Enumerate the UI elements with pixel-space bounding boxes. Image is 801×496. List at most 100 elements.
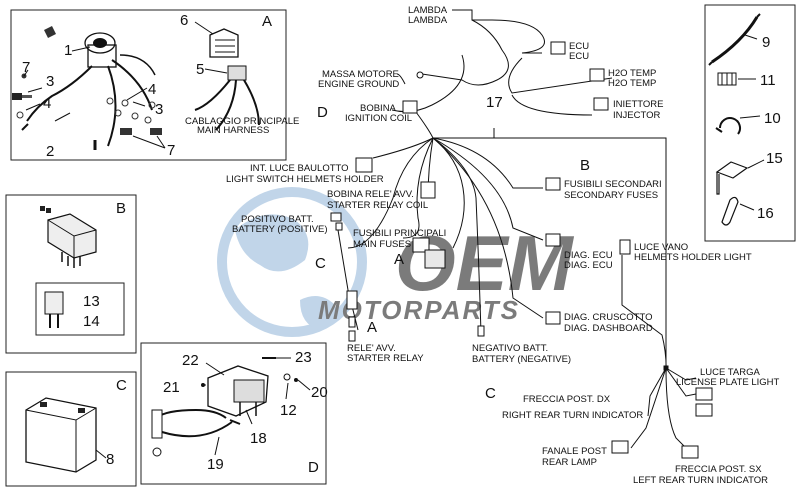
diagram-letter-a-2: A [367, 319, 377, 336]
connectors [330, 41, 713, 459]
fanale-label-2: REAR LAMP [542, 457, 597, 468]
label-21: 21 [163, 379, 180, 396]
cable-tie-16-icon [721, 196, 739, 226]
panel-d: D 22 23 21 20 12 18 19 [140, 342, 328, 485]
luce-baul-label-1: INT. LUCE BAULOTTO [250, 163, 349, 174]
clamp-10-icon [715, 117, 741, 135]
lambda-label-1: LAMBDA [408, 5, 448, 16]
label-18: 18 [250, 430, 267, 447]
label-10: 10 [764, 110, 781, 127]
label-14: 14 [83, 313, 100, 330]
harness-caption-2: MAIN HARNESS [197, 125, 269, 136]
diagram-letter-d: D [317, 104, 328, 121]
pos-batt-label-1: POSITIVO BATT. [241, 214, 314, 225]
bobina-label-1: BOBINA [360, 103, 397, 114]
fus-sec-label-2: SECONDARY FUSES [564, 190, 658, 201]
bobina-rele-label-2: STARTER RELAY COIL [327, 200, 428, 211]
fuse-icon [44, 291, 64, 328]
label-12: 12 [280, 402, 297, 419]
label-23: 23 [295, 349, 312, 366]
neg-batt-label-1: NEGATIVO BATT. [472, 343, 548, 354]
freccia-dx-label-1: FRECCIA POST. DX [523, 394, 611, 405]
diagram-letter-c-2: C [485, 385, 496, 402]
label-5: 5 [196, 61, 204, 78]
label-20: 20 [311, 384, 328, 401]
luce-vano-label-2: HELMETS HOLDER LIGHT [634, 252, 752, 263]
label-17: 17 [486, 94, 503, 111]
harness-connector-icon [209, 28, 239, 58]
label-16: 16 [757, 205, 774, 222]
bracket-15-icon [715, 161, 749, 195]
rele-avv-label-2: STARTER RELAY [347, 353, 424, 364]
bobina-label-2: IGNITION COIL [345, 113, 412, 124]
fus-pri-label-2: MAIN FUSES [353, 239, 411, 250]
label-7a: 7 [22, 59, 30, 76]
ignition-switch-icon [84, 32, 116, 54]
panel-d-letter: D [308, 459, 319, 476]
freccia-sx-label-1: FRECCIA POST. SX [675, 464, 762, 475]
luce-targa-label-1: LUCE TARGA [700, 367, 760, 378]
panel-a: A 1 2 3 3 [10, 9, 299, 161]
panel-c-letter: C [116, 377, 127, 394]
relay-bracket-icon [207, 365, 269, 417]
massa-label-1: MASSA MOTORE [322, 69, 399, 80]
freccia-dx-label-2: RIGHT REAR TURN INDICATOR [502, 410, 643, 421]
diagram-letter-a-1: A [394, 251, 404, 268]
h2o-label-1: H2O TEMP [608, 68, 656, 79]
diag-crus-label-2: DIAG. DASHBOARD [564, 323, 653, 334]
diagram-letter-b: B [580, 157, 590, 174]
iniettore-label-1: INIETTORE [613, 99, 664, 110]
label-7b: 7 [167, 142, 175, 159]
fus-pri-label-1: FUSIBILI PRINCIPALI [353, 228, 446, 239]
key-icon [44, 26, 56, 38]
neg-batt-label-2: BATTERY (NEGATIVE) [472, 354, 571, 365]
panel-c: C 8 [5, 371, 137, 487]
main-harness-icon [194, 79, 260, 131]
ecu-label-1: ECU [569, 41, 589, 52]
diag-ecu-label-2: DIAG. ECU [564, 260, 613, 271]
battery-icon [25, 397, 97, 473]
luce-vano-label-1: LUCE VANO [634, 242, 688, 253]
diagram-letter-c-1: C [315, 255, 326, 272]
panel-right: 9 11 10 15 16 [704, 4, 796, 242]
label-4a: 4 [43, 95, 51, 112]
wiring-diagram [337, 9, 697, 449]
pos-batt-label-2: BATTERY (POSITIVE) [232, 224, 328, 235]
panel-b-letter: B [116, 200, 126, 217]
watermark-continents-icon [235, 214, 336, 330]
cable-icon [151, 408, 241, 457]
label-2: 2 [46, 143, 54, 160]
fus-sec-label-1: FUSIBILI SECONDARI [564, 179, 662, 190]
bobina-rele-label-1: BOBINA RELE' AVV. [327, 189, 414, 200]
label-19: 19 [207, 456, 224, 473]
bolt-icon [12, 93, 32, 100]
panel-b: B 13 14 [5, 194, 137, 354]
label-8: 8 [106, 451, 114, 468]
luce-baul-label-2: LIGHT SWITCH HELMETS HOLDER [226, 174, 384, 185]
lambda-label-2: LAMBDA [408, 15, 448, 26]
label-4b: 4 [148, 81, 156, 98]
relay-icon [40, 206, 97, 268]
luce-targa-label-2: LICENSE PLATE LIGHT [676, 377, 779, 388]
label-11: 11 [760, 72, 776, 89]
ecu-label-2: ECU [569, 51, 589, 62]
label-22: 22 [182, 352, 199, 369]
diag-crus-label-1: DIAG. CRUSCOTTO [564, 312, 653, 323]
watermark-globe-icon [217, 187, 367, 337]
freccia-sx-label-2: LEFT REAR TURN INDICATOR [633, 475, 768, 486]
harness-caption-1: CABLAGGIO PRINCIPALE [185, 116, 299, 127]
iniettore-label-2: INJECTOR [613, 110, 660, 121]
connector-11-icon [717, 72, 737, 86]
diag-ecu-label-1: DIAG. ECU [564, 250, 613, 261]
wire-9-icon [711, 16, 759, 64]
label-6: 6 [180, 12, 188, 29]
clamp-icon [120, 128, 132, 135]
label-13: 13 [83, 293, 100, 310]
panel-a-letter: A [262, 13, 272, 30]
label-3a: 3 [46, 73, 54, 90]
label-15: 15 [766, 150, 783, 167]
label-9: 9 [762, 34, 770, 51]
fanale-label-1: FANALE POST [542, 446, 607, 457]
